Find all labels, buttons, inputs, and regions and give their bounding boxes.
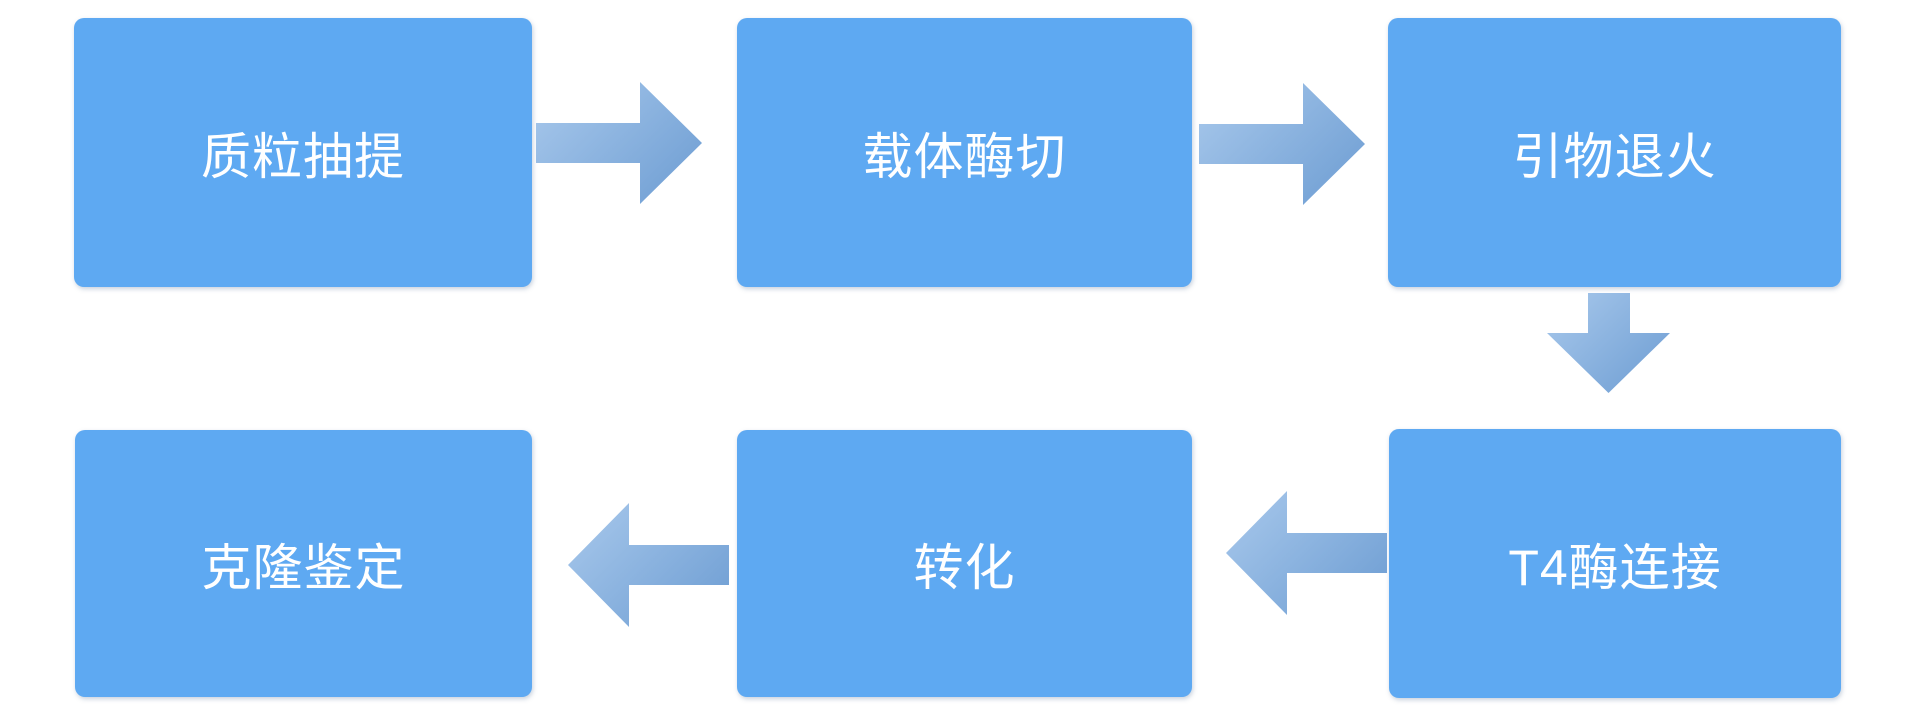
arrow-right-icon [1199, 83, 1365, 205]
arrow-left-icon [1226, 491, 1387, 615]
node-label-clone-identification: 克隆鉴定 [201, 539, 406, 596]
node-label-transformation: 转化 [913, 539, 1016, 596]
node-clone-identification: 克隆鉴定 [75, 430, 532, 697]
arrow-right-icon [536, 82, 702, 204]
node-label-t4-ligation: T4酶连接 [1508, 539, 1722, 596]
node-transformation: 转化 [737, 430, 1192, 697]
node-vector-digestion: 载体酶切 [737, 18, 1192, 287]
node-primer-annealing: 引物退火 [1388, 18, 1841, 287]
node-label-plasmid-extraction: 质粒抽提 [201, 128, 405, 185]
node-label-primer-annealing: 引物退火 [1512, 128, 1717, 185]
arrow-down-icon [1547, 293, 1670, 393]
node-plasmid-extraction: 质粒抽提 [74, 18, 532, 287]
arrow-left-icon [568, 503, 729, 627]
node-label-vector-digestion: 载体酶切 [862, 128, 1067, 185]
node-t4-ligation: T4酶连接 [1389, 429, 1841, 698]
